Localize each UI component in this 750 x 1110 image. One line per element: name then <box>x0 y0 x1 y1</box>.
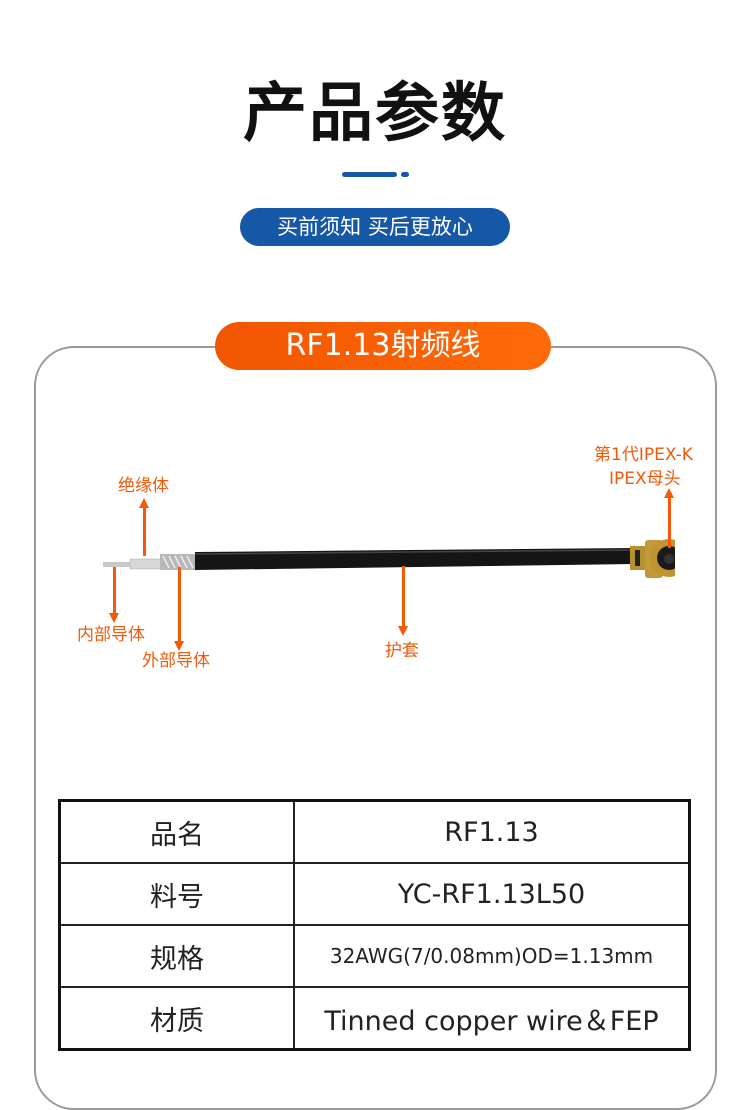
spec-key: 品名 <box>58 799 295 864</box>
table-row: 品名 RF1.13 <box>58 799 691 864</box>
page-title: 产品参数 <box>243 77 507 151</box>
table-row: 规格 32AWG(7/0.08mm)OD=1.13mm <box>58 924 691 988</box>
arrow-insulator <box>139 498 149 556</box>
title-divider-dot <box>401 172 409 177</box>
spec-table: 品名 RF1.13 料号 YC-RF1.13L50 规格 32AWG(7/0.0… <box>58 799 691 1051</box>
spec-key: 规格 <box>58 924 295 988</box>
arrow-jacket <box>398 566 408 636</box>
rf-cable-image <box>103 539 675 578</box>
label-connector-line1: 第1代IPEX-K <box>594 445 693 465</box>
subtitle-badge: 买前须知 买后更放心 <box>240 208 510 246</box>
label-connector-line2: IPEX母头 <box>609 469 681 489</box>
spec-value: Tinned copper wire＆FEP <box>293 986 691 1051</box>
arrow-inner-conductor <box>109 567 119 623</box>
inner-conductor-wire <box>103 562 138 567</box>
spec-value: YC-RF1.13L50 <box>293 862 691 926</box>
label-jacket: 护套 <box>385 641 419 661</box>
spec-key: 料号 <box>58 862 295 926</box>
label-inner-conductor: 内部导体 <box>77 625 145 645</box>
title-divider <box>342 172 397 177</box>
product-title-badge: RF1.13射频线 <box>215 322 551 370</box>
label-outer-conductor: 外部导体 <box>142 651 210 671</box>
table-row: 材质 Tinned copper wire＆FEP <box>58 986 691 1051</box>
arrow-connector <box>664 488 674 548</box>
label-insulator: 绝缘体 <box>118 476 169 496</box>
spec-value: 32AWG(7/0.08mm)OD=1.13mm <box>293 924 691 988</box>
spec-key: 材质 <box>58 986 295 1051</box>
arrow-outer-conductor <box>174 567 184 651</box>
spec-value: RF1.13 <box>293 799 691 864</box>
table-row: 料号 YC-RF1.13L50 <box>58 862 691 926</box>
